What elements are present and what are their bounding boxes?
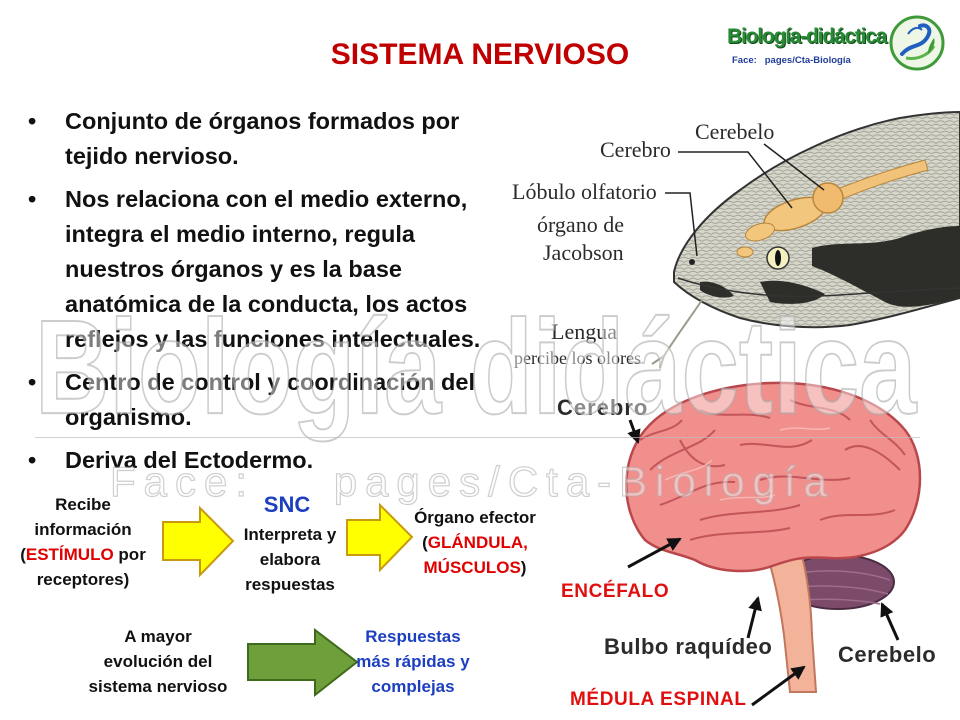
stimulus-term: ESTÍMULO [25, 545, 114, 564]
snake-label-cerebelo: Cerebelo [695, 119, 775, 144]
dna-swirl-logo-icon [889, 15, 945, 71]
bullet-line: reflejos y las funciones intelectuales. [65, 326, 481, 352]
brain-label-cerebelo: Cerebelo [838, 642, 937, 667]
flow-evolution-line: sistema nervioso [88, 677, 228, 696]
snake-label-lengua-note: percibe los olores [514, 348, 641, 368]
green-arrow-right [247, 627, 359, 698]
flow-input-line: Recibe [55, 495, 111, 514]
snake-label-jacobson: Jacobson [543, 240, 624, 265]
brand-facebook: Face: pages/Cta-Biología [732, 55, 851, 66]
medula-arrow [751, 665, 806, 707]
flow-arrows [162, 502, 414, 698]
flow-input-line: información [34, 520, 132, 539]
snc-heading: SNC [263, 492, 311, 517]
bullet-line: integra el medio interno, regula [65, 221, 415, 247]
bullet-list: • Conjunto de órganos formados por tejid… [28, 104, 498, 478]
bullet-marker: • [28, 447, 37, 473]
bullet-item: • Conjunto de órganos formados por tejid… [28, 104, 498, 174]
bullet-line: Deriva del Ectodermo. [65, 447, 314, 473]
flow-evolution-line: evolución del [103, 652, 213, 671]
bullet-line: Centro de control y coordinación del [65, 369, 475, 395]
watermark-rule [35, 437, 920, 438]
brain-label-bulbo: Bulbo raquídeo [604, 634, 773, 659]
yellow-arrow-right-2 [346, 502, 414, 573]
flow-evolution-line: A mayor [124, 627, 192, 646]
snake-head-illustration [651, 110, 960, 369]
brand-logo: Biología-didáctica Face: pages/Cta-Biolo… [722, 12, 952, 74]
flow-processor-line: Interpreta y [243, 525, 337, 544]
encefalo-arrow [627, 537, 682, 569]
flow-result: Respuestas más rápidas y complejas [343, 624, 483, 699]
brain-label-medula: MÉDULA ESPINAL [570, 689, 747, 710]
brain-label-encefalo: ENCÉFALO [561, 581, 670, 602]
flow-output: Órgano efector (GLÁNDULA, MÚSCULOS) [405, 505, 545, 580]
snake-label-organo: órgano de [537, 212, 624, 237]
yellow-arrow-right-1 [162, 505, 235, 578]
flow-evolution: A mayor evolución del sistema nervioso [78, 624, 238, 699]
bullet-line: anatómica de la conducta, los actos [65, 291, 468, 317]
flow-output-line: Órgano efector [414, 508, 536, 527]
flow-processor-line: respuestas [245, 575, 335, 594]
flow-input-line: (ESTÍMULO por [10, 542, 156, 567]
flow-input: Recibe información (ESTÍMULO por recepto… [10, 492, 156, 592]
flow-processor-line: elabora [259, 550, 321, 569]
gland-term: GLÁNDULA, [427, 533, 528, 552]
flow-output-line: (GLÁNDULA, [405, 530, 545, 555]
flow-result-line: Respuestas [365, 627, 461, 646]
snake-label-lengua: Lengua [551, 319, 617, 344]
paren-open: ( [422, 533, 428, 552]
snake-label-cerebro: Cerebro [600, 137, 671, 162]
brain-label-cerebro: Cerebro [557, 395, 649, 420]
paren-open: ( [20, 545, 26, 564]
bullet-item: • Deriva del Ectodermo. [28, 443, 498, 478]
snake-label-lobulo-olfatorio: Lóbulo olfatorio [512, 179, 657, 204]
flow-result-line: más rápidas y [356, 652, 470, 671]
paren-close: ) [520, 558, 527, 577]
stimulus-rest: por [113, 545, 146, 564]
cerebro-arrow [627, 419, 641, 444]
bullet-line: Nos relaciona con el medio externo, [65, 186, 468, 212]
bullet-marker: • [28, 186, 37, 212]
bullet-line: Conjunto de órganos formados por [65, 108, 460, 134]
muscle-term: MÚSCULOS [423, 558, 521, 577]
flow-output-line: MÚSCULOS) [405, 555, 545, 580]
bullet-line: organismo. [65, 404, 192, 430]
slide-title: SISTEMA NERVIOSO [330, 38, 630, 71]
human-brain-illustration [625, 381, 922, 707]
bullet-item: • Nos relaciona con el medio externo, in… [28, 182, 498, 357]
flow-input-line: receptores) [36, 570, 130, 589]
cerebelo-arrow [880, 602, 900, 641]
brand-name: Biología-didáctica [727, 25, 887, 48]
flow-result-line: complejas [371, 677, 455, 696]
bullet-marker: • [28, 369, 37, 395]
flow-processor: Interpreta y elabora respuestas [230, 522, 350, 597]
bullet-item: • Centro de control y coordinación del o… [28, 365, 498, 435]
bullet-marker: • [28, 108, 37, 134]
bullet-line: nuestros órganos y es la base [65, 256, 402, 282]
bullet-line: tejido nervioso. [65, 143, 239, 169]
bulbo-arrow [746, 596, 762, 639]
